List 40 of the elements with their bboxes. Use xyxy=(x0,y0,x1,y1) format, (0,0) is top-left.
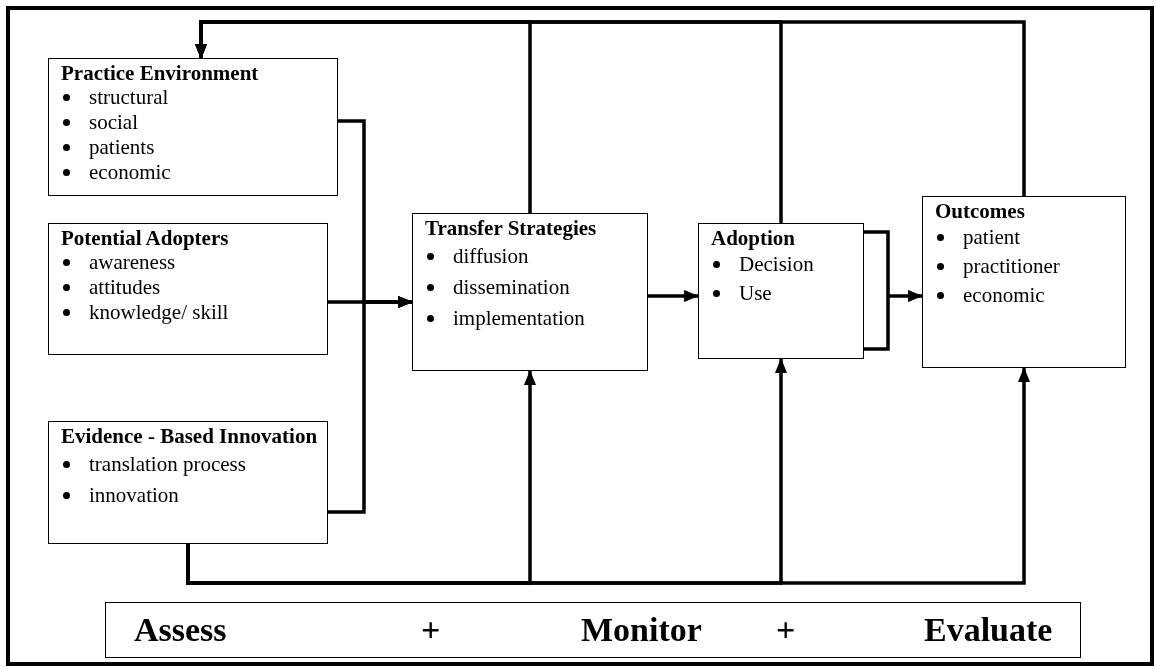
bullet-item: diffusion xyxy=(425,244,639,269)
arrow xyxy=(195,20,1026,196)
arrow xyxy=(862,230,924,351)
stage-label: Monitor xyxy=(581,611,702,649)
process-box xyxy=(48,223,328,355)
process-box xyxy=(698,223,864,359)
box-heading: Adoption xyxy=(711,228,797,248)
bullet-item: knowledge/ skill xyxy=(61,300,319,325)
box-heading: Potential Adopters xyxy=(61,228,230,248)
bullet-item: practitioner xyxy=(935,254,1117,279)
stage-label: + xyxy=(421,611,441,649)
process-box xyxy=(412,213,648,371)
process-box xyxy=(48,58,338,196)
bullet-item: structural xyxy=(61,85,329,110)
bullet-item: translation process xyxy=(61,452,319,477)
bullet-item: economic xyxy=(935,283,1117,308)
bullet-item: awareness xyxy=(61,250,319,275)
bullet-item: patients xyxy=(61,135,329,160)
bullet-item: Decision xyxy=(711,252,855,277)
box-heading: Transfer Strategies xyxy=(425,218,598,238)
box-heading: Outcomes xyxy=(935,201,1026,221)
stage-label: Assess xyxy=(134,611,227,649)
arrow xyxy=(186,367,1030,585)
box-heading: Practice Environment xyxy=(61,63,260,83)
process-box xyxy=(922,196,1126,368)
bullet-item: social xyxy=(61,110,329,135)
arrow xyxy=(328,296,413,514)
bullet-item: innovation xyxy=(61,483,319,508)
process-band xyxy=(105,602,1081,658)
stage-label: Evaluate xyxy=(924,611,1053,649)
bullet-item: Use xyxy=(711,281,855,306)
box-heading: Evidence - Based Innovation xyxy=(61,426,319,446)
bullet-item: dissemination xyxy=(425,275,639,300)
process-box xyxy=(48,421,328,544)
arrow xyxy=(648,290,699,302)
bullet-item: attitudes xyxy=(61,275,319,300)
bullet-item: economic xyxy=(61,160,329,185)
bullet-item: patient xyxy=(935,225,1117,250)
stage-label: + xyxy=(776,611,796,649)
bullet-item: implementation xyxy=(425,306,639,331)
